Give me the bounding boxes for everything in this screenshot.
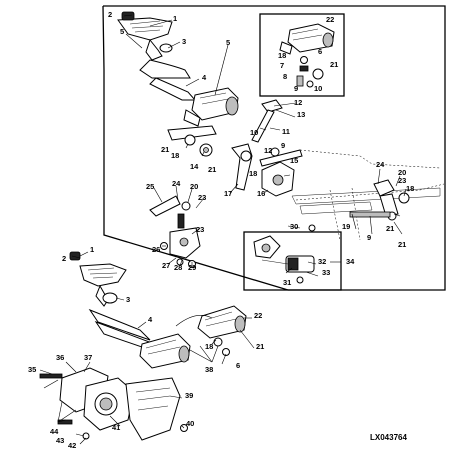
brake-shaft-right: [349, 179, 410, 221]
callout-25: 25: [146, 182, 154, 191]
callout-35: 35: [28, 365, 36, 374]
callout-26: 26: [152, 245, 160, 254]
callout-18a: 18: [278, 51, 286, 60]
callout-9a: 9: [294, 84, 298, 93]
callout-6: 6: [318, 47, 322, 56]
callout-31: 31: [283, 278, 291, 287]
callout-38: 38: [205, 365, 213, 374]
callout-18e: 18: [205, 342, 213, 351]
callout-9b: 9: [281, 141, 285, 150]
callout-37: 37: [84, 353, 92, 362]
callout-21b: 21: [161, 145, 169, 154]
gearbox-lower: [39, 367, 188, 441]
callout-23c: 23: [196, 225, 204, 234]
callout-21f: 21: [256, 342, 264, 351]
callout-24a: 24: [376, 160, 385, 169]
callout-18c: 18: [249, 169, 257, 178]
callout-32: 32: [318, 257, 326, 266]
pedal-assembly-upper: [117, 11, 197, 101]
callout-20b: 20: [190, 182, 198, 191]
callout-21a: 21: [330, 60, 338, 69]
callout-2: 2: [108, 10, 112, 19]
callout-36: 36: [56, 353, 64, 362]
callout-7: 7: [280, 61, 284, 70]
diagram-code: LX043764: [370, 433, 407, 442]
callout-19: 19: [342, 222, 350, 231]
valve-assembly-lower: [139, 305, 247, 369]
callout-18d: 18: [406, 184, 414, 193]
callout-14: 14: [190, 162, 199, 171]
callout-10a: 10: [314, 84, 322, 93]
callout-39: 39: [185, 391, 193, 400]
callout-43: 43: [56, 436, 64, 445]
callout-6b: 6: [236, 361, 240, 370]
inset-frame-bottom: [243, 231, 342, 291]
callout-15: 15: [290, 156, 298, 165]
callout-20a: 20: [398, 168, 406, 177]
callout-5b: 5: [226, 38, 230, 47]
callout-22b: 22: [254, 311, 262, 320]
callout-29: 29: [188, 263, 196, 272]
callout-27: 27: [162, 261, 170, 270]
callout-16: 16: [257, 189, 265, 198]
valve-detail-inset: [279, 23, 335, 88]
callout-8: 8: [283, 72, 287, 81]
callout-3b: 3: [126, 295, 130, 304]
callout-17: 17: [224, 189, 232, 198]
valve-assembly-upper: [183, 87, 239, 127]
pivot-lever-group: [149, 195, 201, 268]
linkage-upper: [167, 99, 303, 197]
callout-13: 13: [297, 110, 305, 119]
leader-lines: [39, 14, 407, 445]
callout-10b: 10: [250, 128, 258, 137]
callout-40: 40: [186, 419, 194, 428]
callout-1: 1: [173, 14, 177, 23]
callout-12a: 12: [294, 98, 302, 107]
inset-frame-top: [259, 13, 345, 97]
callout-23b: 23: [198, 193, 206, 202]
callout-1b: 1: [90, 245, 94, 254]
callout-11: 11: [282, 127, 290, 136]
callout-3: 3: [182, 37, 186, 46]
callout-30: 30: [290, 222, 298, 231]
callout-21d: 21: [386, 224, 394, 233]
callout-21e: 21: [398, 240, 406, 249]
sensor-detail-inset: [253, 224, 316, 284]
callout-18b: 18: [171, 151, 179, 160]
callout-labels: 1 2 5 3 4 5 22 7 18 6 8 21 9 10 12 13 10…: [28, 10, 414, 450]
callout-44: 44: [50, 427, 59, 436]
callout-42: 42: [68, 441, 76, 450]
callout-28: 28: [174, 263, 182, 272]
callout-24b: 24: [172, 179, 181, 188]
callout-4b: 4: [148, 315, 153, 324]
callout-41: 41: [112, 423, 120, 432]
callout-12b: 12: [264, 146, 272, 155]
callout-4: 4: [202, 73, 207, 82]
callout-2b: 2: [62, 254, 66, 263]
callout-33: 33: [322, 268, 330, 277]
callout-34: 34: [346, 257, 355, 266]
callout-21c: 21: [208, 165, 216, 174]
callout-22: 22: [326, 15, 334, 24]
callout-23a: 23: [398, 176, 406, 185]
callout-5: 5: [120, 27, 124, 36]
callout-9c: 9: [367, 233, 371, 242]
